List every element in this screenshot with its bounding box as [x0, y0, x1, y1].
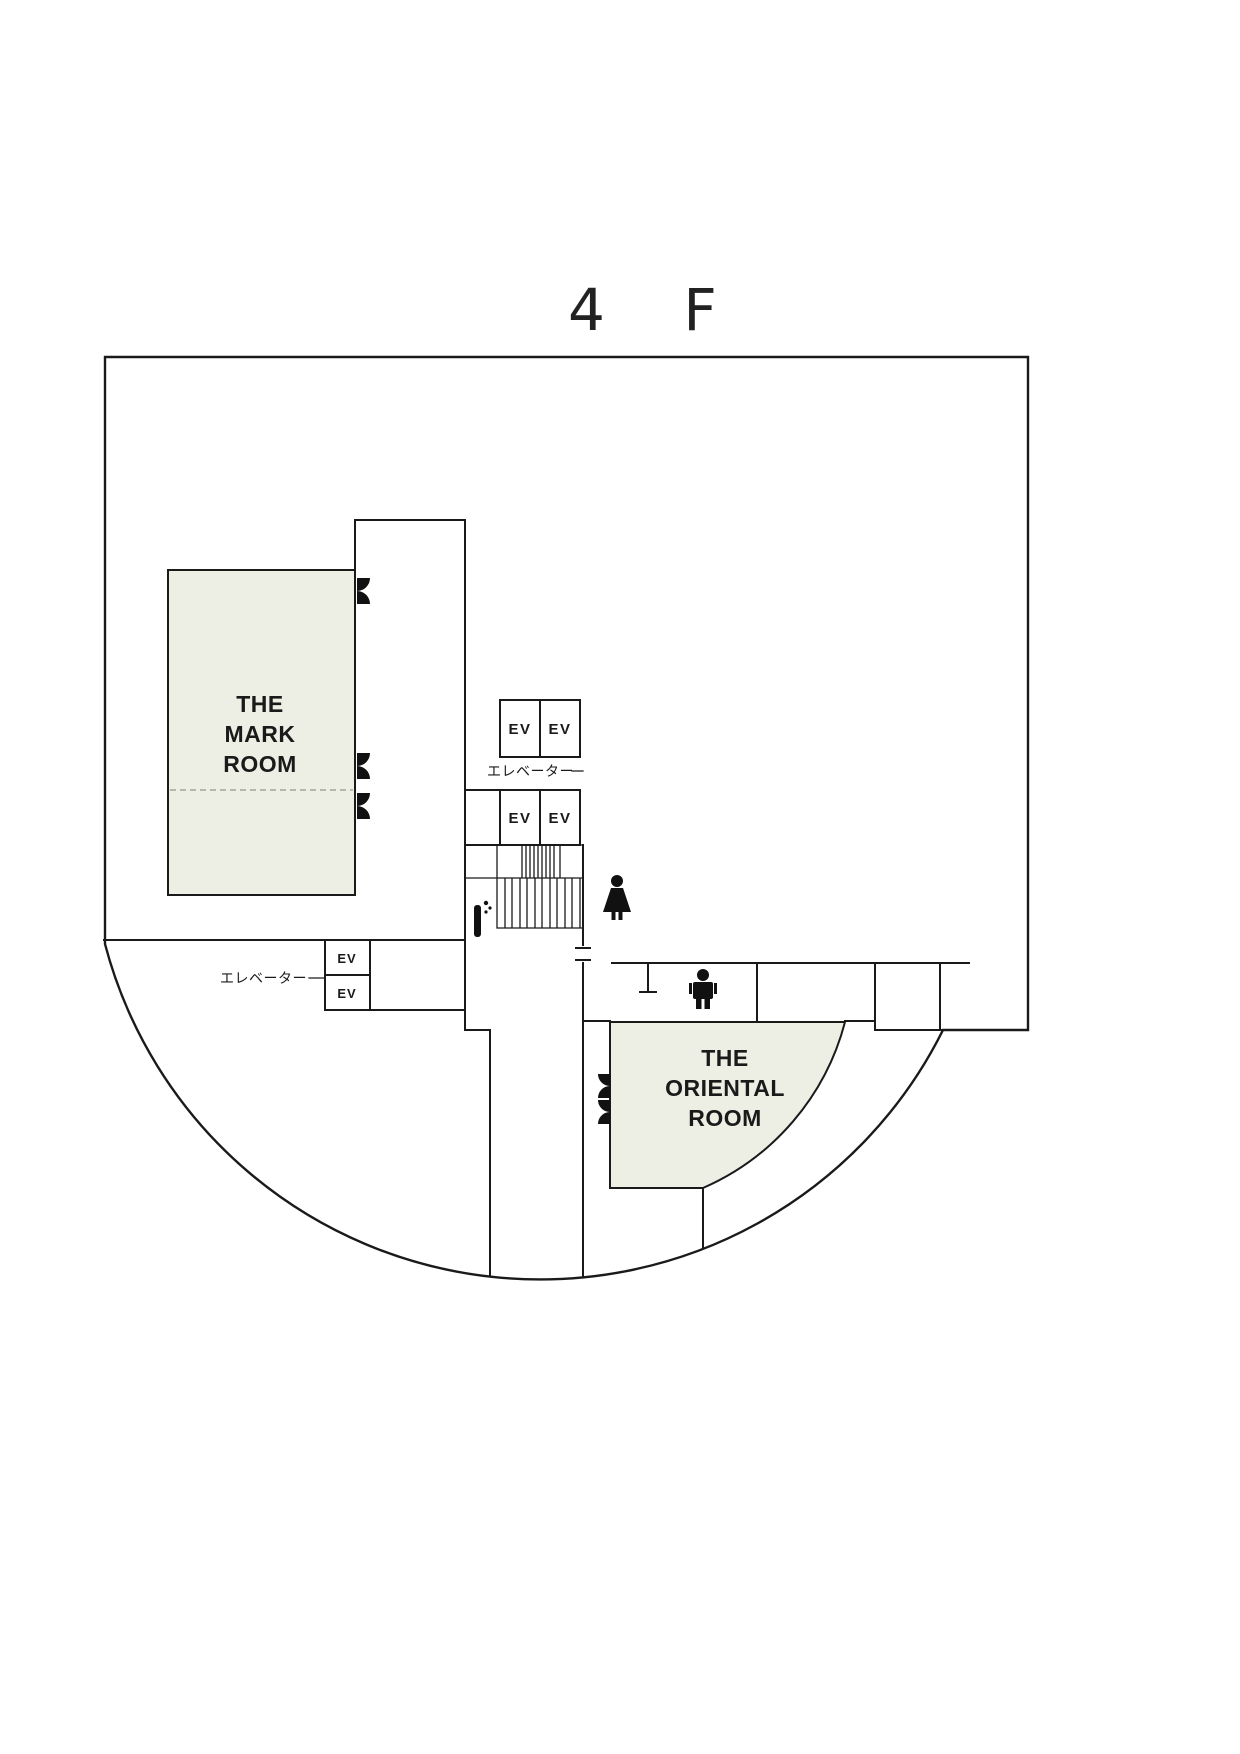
stairwell-outline	[464, 844, 584, 929]
fountain-body	[474, 905, 481, 937]
label-connector-lines	[308, 770, 584, 979]
elevator-label-left: エレベーター	[220, 970, 307, 986]
women-icon-leg	[618, 912, 623, 920]
women-restroom-icon	[603, 875, 631, 920]
mark-room-door-icon	[357, 753, 370, 779]
men-icon-leg	[696, 999, 702, 1009]
elevator-cell-label: EV	[337, 986, 356, 1001]
men-icon-arm	[689, 983, 692, 994]
mark-room-label-line1: THE	[236, 691, 284, 717]
men-restroom-icon	[689, 969, 717, 1009]
fountain-drop	[483, 900, 489, 906]
stairwell	[464, 844, 584, 929]
elevator-bank-left: EV EV	[324, 939, 371, 1011]
women-icon-head	[611, 875, 623, 887]
restroom-entrance-partitions	[575, 947, 657, 993]
women-icon-dress	[603, 888, 631, 912]
elevator-cell-label: EV	[548, 810, 571, 827]
room-the-oriental	[609, 1021, 847, 1189]
fountain-drop	[488, 906, 492, 910]
interior-walls	[103, 519, 970, 1278]
mark-room-door-icon	[357, 793, 370, 819]
mark-room-label-line2: MARK	[225, 721, 296, 747]
drinking-fountain-icon	[474, 900, 492, 937]
mark-room-label-line3: ROOM	[223, 751, 297, 777]
floor-title: 4 F	[568, 276, 747, 344]
mark-room-door-icon	[357, 578, 370, 604]
fountain-drop	[484, 910, 488, 914]
elevator-bank-center-top: EV EV	[499, 699, 581, 758]
room-the-mark	[167, 569, 356, 896]
oriental-room-door-icon	[598, 1074, 610, 1098]
stairs-treads	[504, 845, 581, 928]
elevator-cell-label: EV	[548, 721, 571, 738]
elevator-cell-label: EV	[508, 721, 531, 738]
elevator-cell-label: EV	[508, 810, 531, 827]
men-icon-body	[693, 982, 713, 999]
oriental-room-label-line2: ORIENTAL	[665, 1075, 785, 1101]
men-icon-arm	[714, 983, 717, 994]
women-icon-leg	[611, 912, 616, 920]
oriental-room-label-line3: ROOM	[688, 1105, 762, 1131]
oriental-room-label-line1: THE	[701, 1045, 749, 1071]
men-icon-leg	[704, 999, 710, 1009]
elevator-label-center: エレベーター	[487, 763, 574, 779]
men-icon-head	[697, 969, 709, 981]
oriental-room-door-icon	[598, 1100, 610, 1124]
elevator-cell-label: EV	[337, 951, 356, 966]
